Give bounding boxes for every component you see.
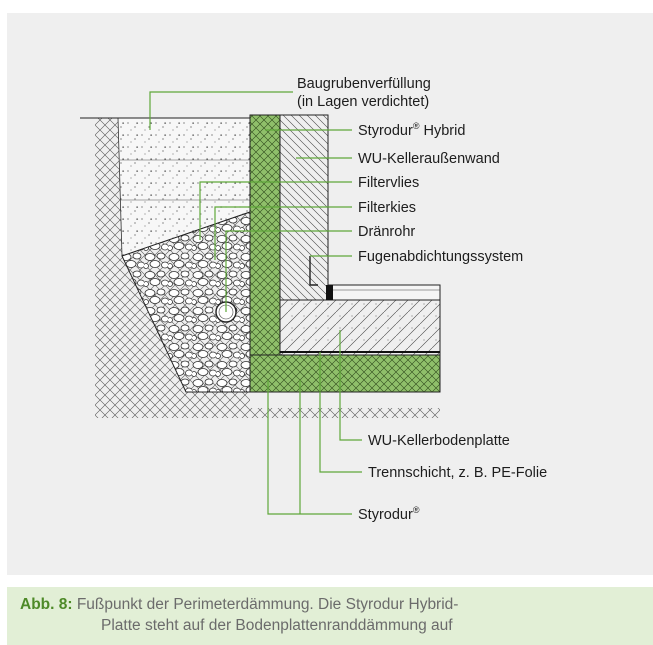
- floor-slab-shape: [279, 299, 441, 356]
- leader-drain-pipe: [225, 230, 352, 312]
- label-separating-layer: Trennschicht, z. B. PE-Folie: [368, 465, 547, 481]
- label-styrodur-hybrid: Styrodur® Hybrid: [358, 121, 465, 139]
- caption-line-1: Fußpunkt der Perimeterdämmung. Die Styro…: [72, 596, 459, 613]
- leader-lines: [149, 91, 362, 515]
- label-exterior-wall: WU-Kelleraußenwand: [358, 151, 500, 167]
- caption-line-2: Platte steht auf der Bodenplattenranddäm…: [101, 617, 453, 634]
- label-drain-pipe: Dränrohr: [358, 224, 415, 240]
- leader-floor-slab: [339, 330, 362, 441]
- label-joint-sealing: Fugenabdichtungssystem: [358, 249, 523, 265]
- leader-styrodur-1: [267, 380, 352, 515]
- leader-filter-gravel: [214, 206, 352, 260]
- caption-prefix: Abb. 8:: [20, 596, 73, 613]
- styrodur-hybrid-board: [249, 114, 281, 393]
- foundation-detail-drawing: Baugrubenverfüllung (in Lagen verdichtet…: [80, 76, 547, 523]
- styrodur-slab-edge-insulation: [249, 354, 441, 393]
- label-backfill-2: (in Lagen verdichtet): [297, 94, 429, 110]
- label-floor-slab: WU-Kellerbodenplatte: [368, 433, 510, 449]
- label-backfill-1: Baugrubenverfüllung: [297, 76, 431, 92]
- screed-layer: [327, 284, 441, 301]
- label-styrodur: Styrodur®: [358, 505, 420, 523]
- leader-filter-fleece: [199, 181, 352, 240]
- figure-caption: Abb. 8: Fußpunkt der Perimeterdämmung. D…: [7, 587, 653, 645]
- joint-seal-element: [326, 285, 333, 300]
- label-filter-fleece: Filtervlies: [358, 175, 419, 191]
- leader-backfill: [149, 91, 293, 130]
- leader-separating-layer: [319, 352, 362, 473]
- label-filter-gravel: Filterkies: [358, 200, 416, 216]
- joint-seal-strip: [309, 256, 318, 286]
